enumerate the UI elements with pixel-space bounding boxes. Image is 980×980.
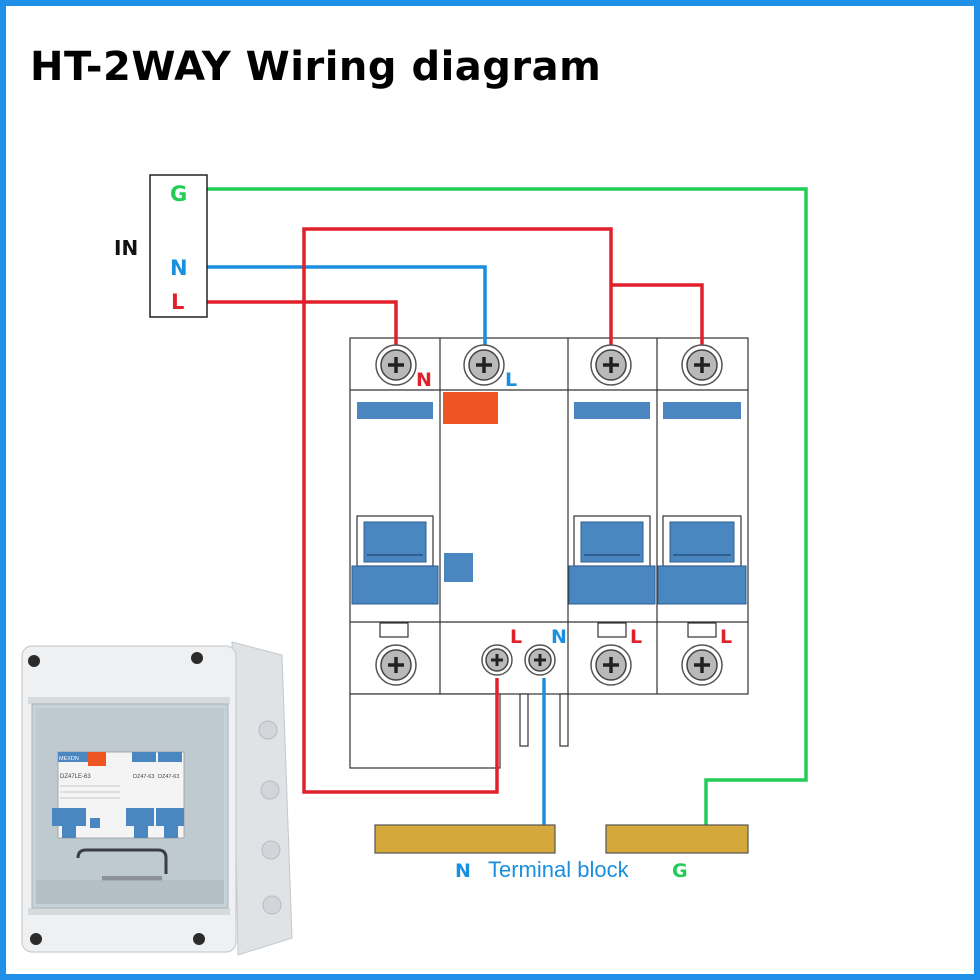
terminal-block-n — [374, 824, 556, 854]
terminal-screw[interactable] — [374, 643, 418, 687]
breaker-toggle[interactable] — [657, 515, 747, 605]
terminal-block-g-label: G — [672, 860, 688, 882]
enclosure-photo: DZ47LE-63 DZ47-63 DZ47-63 MEXDN — [21, 641, 293, 956]
input-label: IN — [114, 236, 138, 260]
terminal-screw[interactable] — [462, 343, 506, 387]
breaker-toggle[interactable] — [351, 515, 439, 605]
terminal-block-n-label: N — [455, 860, 471, 882]
live-wire-in — [207, 300, 398, 345]
live-wire-branch — [611, 283, 704, 345]
terminal-screw[interactable] — [374, 343, 418, 387]
rcd-indicator — [444, 553, 473, 582]
rcd-test-button[interactable] — [443, 392, 498, 424]
terminal-block-caption: Terminal block — [488, 857, 630, 882]
photo-brand: MEXDN — [59, 756, 79, 762]
rcbo-top-n-label: N — [416, 369, 432, 391]
neutral-wire-in — [207, 265, 487, 345]
terminal-screw[interactable] — [523, 643, 557, 677]
mcb2-l-label: L — [720, 626, 732, 648]
mcb-top-strip — [574, 402, 650, 419]
terminal-screw[interactable] — [589, 343, 633, 387]
live-wire-loop — [302, 227, 613, 794]
terminal-screw[interactable] — [589, 643, 633, 687]
rcbo-top-l-label: L — [505, 369, 517, 391]
rcbo-bottom-l-label: L — [510, 626, 522, 648]
mcb-top-strip — [357, 402, 433, 419]
page-title: HT-2WAY Wiring diagram — [30, 44, 602, 90]
breaker-toggle[interactable] — [568, 515, 656, 605]
input-terminal-block — [149, 174, 208, 318]
input-l-label: L — [171, 290, 184, 314]
ground-wire — [207, 187, 808, 826]
terminal-screw[interactable] — [680, 643, 724, 687]
terminal-screw[interactable] — [680, 343, 724, 387]
mcb-top-strip — [663, 402, 741, 419]
mcb1-l-label: L — [630, 626, 642, 648]
terminal-screw[interactable] — [480, 643, 514, 677]
photo-model-3: DZ47-63 — [158, 774, 179, 780]
rcbo-bottom-n-label: N — [551, 626, 567, 648]
rcbo-lower-body — [349, 693, 501, 769]
photo-model-1: DZ47LE-63 — [60, 774, 91, 780]
input-n-label: N — [170, 256, 188, 280]
input-g-label: G — [170, 182, 187, 206]
terminal-block-g — [605, 824, 749, 854]
photo-model-2: DZ47-63 — [133, 774, 154, 780]
